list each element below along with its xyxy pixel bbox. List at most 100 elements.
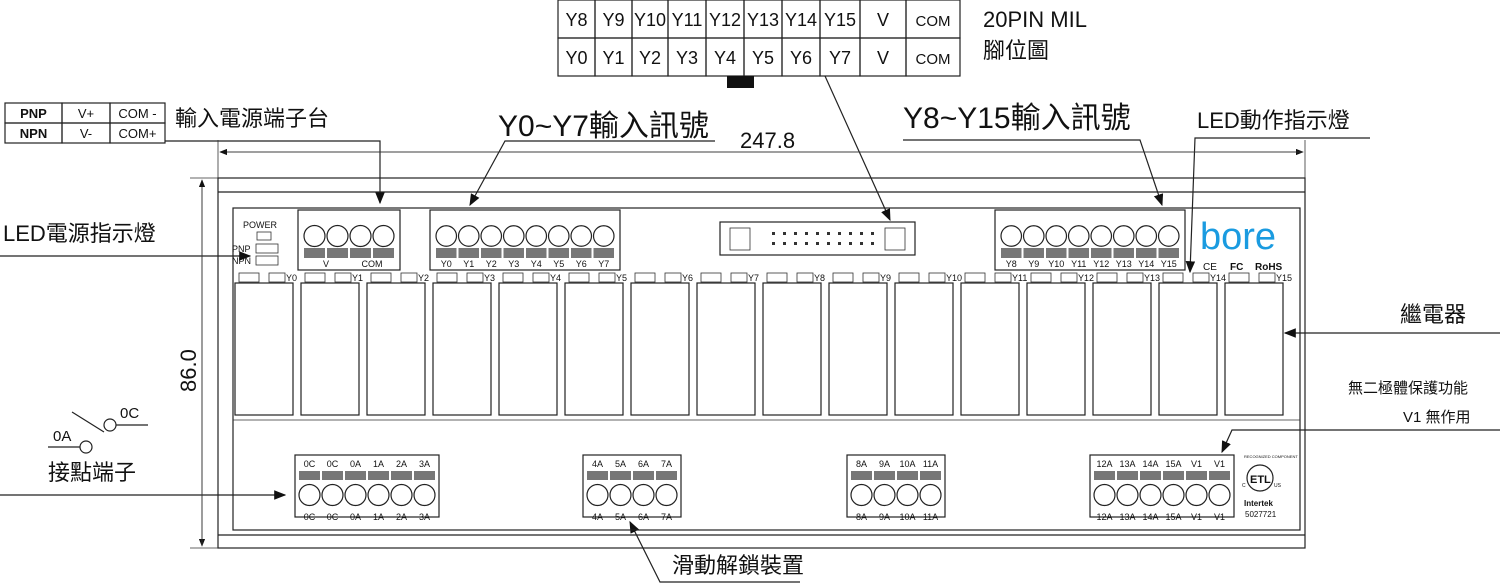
contact-0c-label: 0C xyxy=(120,405,139,422)
terminal-screw xyxy=(502,225,525,247)
terminal-label: Y2 xyxy=(486,259,497,269)
pin-label: Y10 xyxy=(634,10,666,30)
power-table-label: COM+ xyxy=(119,126,157,141)
led-label: Y5 xyxy=(616,273,627,283)
led-indicator xyxy=(1096,272,1118,283)
terminal-label: 10A xyxy=(899,512,915,522)
power-table-label: NPN xyxy=(20,126,47,141)
terminal-label: 8A xyxy=(856,459,867,469)
terminal-label: 4A xyxy=(592,512,603,522)
terminal-label: Y5 xyxy=(553,259,564,269)
terminal-label: V1 xyxy=(1191,512,1202,522)
led-indicator xyxy=(1192,272,1210,283)
terminal-screw xyxy=(919,483,942,507)
relay xyxy=(828,282,888,416)
mil-pin xyxy=(871,242,874,245)
terminal-label: Y0 xyxy=(441,259,452,269)
power-table-label: COM - xyxy=(118,106,156,121)
leader-line xyxy=(165,140,385,205)
terminal-screw xyxy=(1139,483,1162,507)
etl-lab: Intertek xyxy=(1244,499,1273,508)
led-indicator xyxy=(994,272,1012,283)
terminal-screw xyxy=(1135,225,1158,247)
terminal-slot xyxy=(548,248,569,258)
mil-pin xyxy=(783,232,786,235)
relay xyxy=(630,282,690,416)
terminal-slot xyxy=(920,471,941,480)
terminal-screw xyxy=(367,483,390,507)
terminal-slot xyxy=(1091,248,1112,258)
terminal-screw xyxy=(321,483,344,507)
callout-led-action: LED動作指示燈 xyxy=(1197,108,1350,133)
terminal-label: 6A xyxy=(638,512,649,522)
callout-led-power: LED電源指示燈 xyxy=(3,221,156,246)
callout-contact-terminal: 接點端子 xyxy=(48,460,136,485)
terminal-label: 0C xyxy=(327,459,339,469)
width-dimension: 247.8 xyxy=(217,128,1306,178)
terminal-label: 15A xyxy=(1165,512,1181,522)
terminal-screw xyxy=(570,225,593,247)
terminal-label: Y12 xyxy=(1093,259,1109,269)
led-label: Y12 xyxy=(1078,273,1094,283)
connector-key xyxy=(727,76,754,88)
terminal-label: Y7 xyxy=(598,259,609,269)
device-body xyxy=(217,177,1306,549)
callout-no-diode: 無二極體保護功能 xyxy=(1348,380,1468,397)
terminal-label: Y15 xyxy=(1161,259,1177,269)
terminal-label: 9A xyxy=(879,512,890,522)
terminal-label: 3A xyxy=(419,512,430,522)
led-indicator xyxy=(1162,272,1184,283)
terminal-screw xyxy=(1116,483,1139,507)
terminal-slot xyxy=(1186,471,1207,480)
terminal-screw xyxy=(326,224,349,248)
terminal-label: 0A xyxy=(350,512,361,522)
pin-label: Y4 xyxy=(714,48,736,68)
terminal-label: 12A xyxy=(1096,512,1112,522)
relay xyxy=(1158,282,1218,416)
led-label: Y0 xyxy=(286,273,297,283)
terminal-screw xyxy=(655,483,678,507)
mil-pin xyxy=(794,242,797,245)
led-indicator xyxy=(370,272,392,283)
terminal-slot xyxy=(391,471,412,480)
relay xyxy=(1092,282,1152,416)
terminal-label: 12A xyxy=(1096,459,1112,469)
power-table-label: V- xyxy=(80,126,92,141)
terminal-screw xyxy=(850,483,873,507)
led-label: Y15 xyxy=(1276,273,1292,283)
pin-table-title: 20PIN MIL xyxy=(983,7,1087,32)
mil-pin xyxy=(794,232,797,235)
terminal-screw xyxy=(457,225,480,247)
terminal-slot xyxy=(874,471,895,480)
pin-label: Y13 xyxy=(747,10,779,30)
mil-pin xyxy=(816,242,819,245)
led-indicator xyxy=(598,272,616,283)
relay xyxy=(894,282,954,416)
led-indicator xyxy=(238,272,260,283)
led-indicator xyxy=(730,272,748,283)
terminal-label: 10A xyxy=(899,459,915,469)
pin-label: Y12 xyxy=(709,10,741,30)
led-label: Y4 xyxy=(550,273,561,283)
callout-v1-unused: V1 無作用 xyxy=(1403,409,1471,426)
terminal-screw xyxy=(1093,483,1116,507)
terminal-screw xyxy=(896,483,919,507)
relay xyxy=(960,282,1020,416)
leader-line xyxy=(1185,137,1370,274)
power-table-cell xyxy=(109,122,166,144)
terminal-slot xyxy=(851,471,872,480)
led-indicator xyxy=(334,272,352,283)
mil-pin xyxy=(816,232,819,235)
terminal-screw xyxy=(480,225,503,247)
pin-label: Y6 xyxy=(790,48,812,68)
led-indicator xyxy=(634,272,656,283)
pin-label: Y15 xyxy=(824,10,856,30)
terminal-label: 5A xyxy=(615,459,626,469)
terminal-label: 6A xyxy=(638,459,649,469)
terminal-label: V1 xyxy=(1214,459,1225,469)
